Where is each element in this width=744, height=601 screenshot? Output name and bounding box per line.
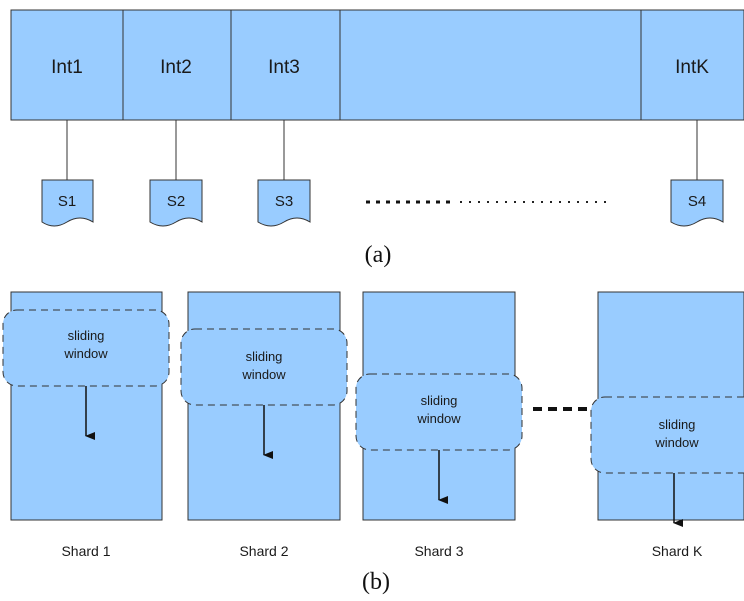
caption-b: (b)	[362, 569, 390, 595]
sliding-window-label-2a: sliding	[246, 349, 283, 364]
shard-label-1: Shard 1	[61, 543, 110, 559]
shard-column-1: sliding window	[2, 291, 170, 521]
sliding-window-1	[2, 309, 170, 387]
shard-file-icon-4: S4	[670, 179, 724, 227]
sliding-window-label-ka: sliding	[659, 417, 696, 432]
shard-label-2: Shard 2	[239, 543, 288, 559]
shard-file-label-1: S1	[58, 193, 76, 210]
shard-column-2: sliding window	[180, 291, 348, 521]
shard-file-label-4: S4	[688, 193, 706, 210]
interval-label-k: IntK	[675, 57, 709, 78]
shard-label-3: Shard 3	[414, 543, 463, 559]
shard-column-k: sliding window	[590, 291, 744, 527]
shard-column-3: sliding window	[355, 291, 523, 521]
sliding-window-label-3b: window	[416, 411, 461, 426]
interval-label-3: Int3	[268, 57, 300, 78]
shard-file-label-2: S2	[167, 193, 185, 210]
shard-file-icon-3: S3	[257, 179, 311, 227]
sliding-window-label-1b: window	[63, 346, 108, 361]
sliding-window-k	[590, 396, 744, 474]
sliding-window-label-kb: window	[654, 435, 699, 450]
interval-bar: Int1 Int2 Int3 IntK	[10, 9, 744, 121]
shard-file-label-3: S3	[275, 193, 293, 210]
caption-a: (a)	[365, 242, 392, 268]
interval-label-1: Int1	[51, 57, 83, 78]
shard-file-icon-1: S1	[41, 179, 94, 227]
sliding-window-2	[180, 328, 348, 406]
shard-file-icon-2: S2	[149, 179, 203, 227]
sliding-window-label-2b: window	[241, 367, 286, 382]
sliding-window-label-3a: sliding	[421, 393, 458, 408]
shard-label-k: Shard K	[652, 543, 703, 559]
interval-connectors	[66, 120, 698, 180]
interval-label-2: Int2	[160, 57, 192, 78]
sliding-window-label-1a: sliding	[68, 328, 105, 343]
sliding-window-3	[355, 373, 523, 451]
